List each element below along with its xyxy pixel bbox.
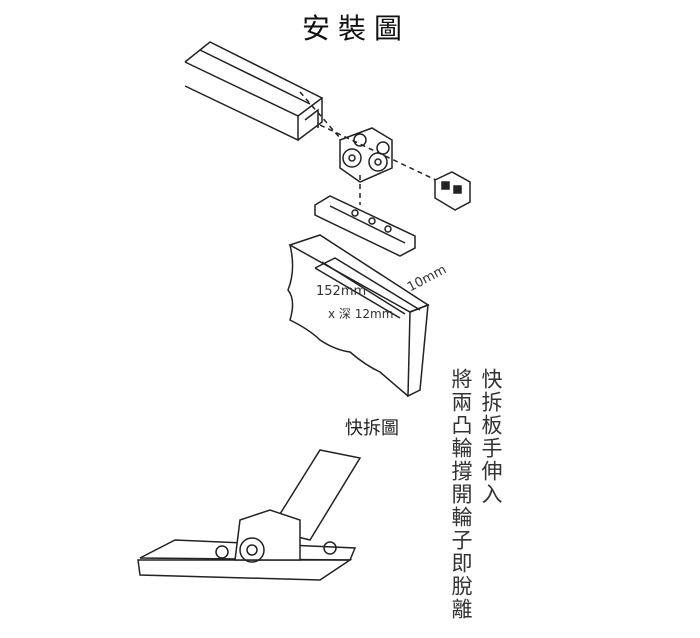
- quick-release-title: 快拆圖: [345, 418, 399, 439]
- guide-line: [299, 91, 441, 205]
- diagram-title: 安裝圖: [302, 12, 411, 45]
- end-cap: [434, 171, 471, 211]
- depth-dimension-label: x 深 12mm: [328, 307, 394, 321]
- instruction-line-1: 快拆板手伸入: [479, 368, 503, 506]
- track-rail: [184, 41, 324, 142]
- instruction-line-2: 將兩凸輪撐開輪子即脫離: [449, 368, 473, 621]
- wheel-carriage: [339, 127, 393, 183]
- door-panel: [287, 234, 430, 398]
- quick-release-tool: [137, 449, 362, 581]
- length-dimension-label: 152mm: [316, 284, 367, 299]
- mounting-plate: [314, 195, 416, 257]
